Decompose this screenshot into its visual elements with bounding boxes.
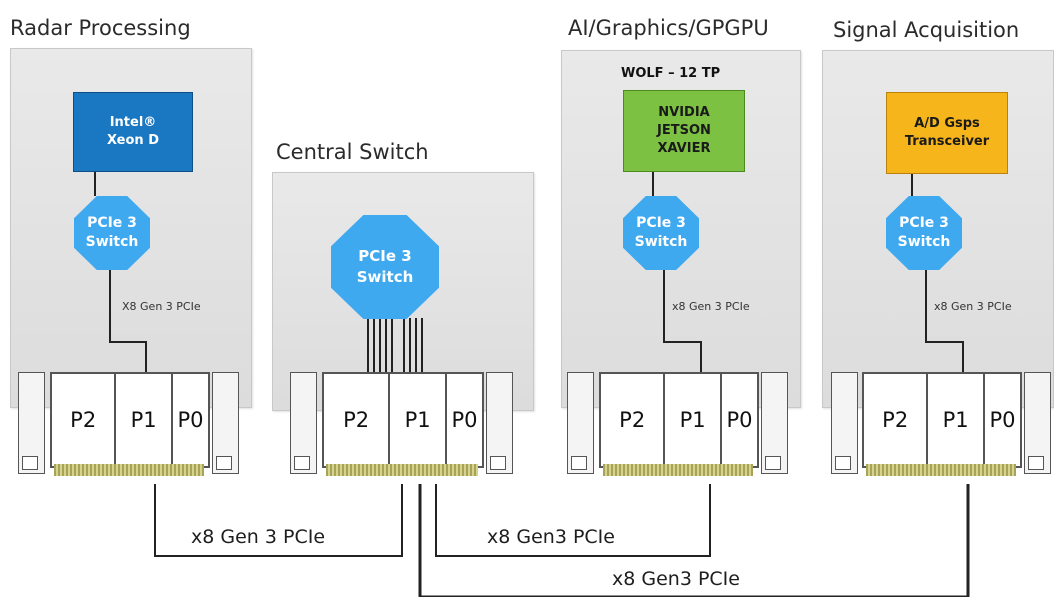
nvidia-jetson-chip: NVIDIA JETSON XAVIER: [623, 90, 745, 172]
ai-module-title: AI/Graphics/GPGPU: [568, 16, 769, 40]
radar-switch-connector-wire: [109, 268, 147, 373]
signal-connector-pins: [866, 464, 1016, 476]
ai-link-label: x8 Gen 3 PCIe: [672, 300, 750, 313]
radar-slot-p0: P0: [172, 374, 208, 466]
radar-pcie-switch: PCIe 3 Switch: [74, 196, 150, 270]
central-switch-label: PCIe 3 Switch: [356, 247, 414, 286]
ai-slot-p2: P2: [601, 374, 666, 466]
ai-connector-pins: [603, 464, 753, 476]
intel-xeon-chip: Intel® Xeon D: [73, 92, 193, 172]
signal-right-bracket: [1024, 372, 1051, 474]
central-switch-bundle: [367, 318, 423, 373]
nvidia-jetson-chip-label: NVIDIA JETSON XAVIER: [657, 105, 711, 156]
radar-module-title: Radar Processing: [10, 16, 191, 40]
ai-left-bracket: [567, 372, 594, 474]
ad-transceiver-chip-label: A/D Gsps Transceiver: [904, 116, 990, 149]
radar-link-label: X8 Gen 3 PCIe: [122, 300, 201, 313]
radar-connector-pins: [54, 464, 204, 476]
central-pcie-switch: PCIe 3 Switch: [331, 215, 439, 319]
central-backplane-connector: P2 P1 P0: [322, 372, 484, 468]
radar-left-bracket: [18, 372, 45, 474]
wolf-board-label: WOLF – 12 TP: [621, 66, 721, 81]
radar-switch-label: PCIe 3 Switch: [85, 215, 139, 250]
radar-slot-p2: P2: [52, 374, 117, 466]
ai-backplane-connector: P2 P1 P0: [599, 372, 759, 468]
intel-xeon-chip-label: Intel® Xeon D: [107, 115, 159, 148]
ad-transceiver-chip: A/D Gsps Transceiver: [886, 92, 1008, 174]
central-slot-p0: P0: [446, 374, 482, 466]
central-slot-p2: P2: [324, 374, 391, 466]
signal-slot-p1: P1: [928, 374, 985, 466]
radar-slot-p1: P1: [116, 374, 173, 466]
ai-switch-label: PCIe 3 Switch: [634, 215, 688, 250]
signal-slot-p2: P2: [864, 374, 929, 466]
radar-backplane-connector: P2 P1 P0: [50, 372, 210, 468]
central-right-bracket: [486, 372, 513, 474]
signal-module-title: Signal Acquisition: [833, 18, 1020, 42]
backplane-link-signal-label: x8 Gen3 PCIe: [612, 568, 740, 590]
signal-backplane-connector: P2 P1 P0: [862, 372, 1022, 468]
backplane-link-radar-label: x8 Gen 3 PCIe: [191, 526, 326, 548]
backplane-link-radar-wire: [154, 484, 403, 557]
central-connector-pins: [326, 464, 478, 476]
signal-left-bracket: [831, 372, 858, 474]
signal-link-label: x8 Gen 3 PCIe: [934, 300, 1012, 313]
central-module-title: Central Switch: [276, 140, 429, 164]
radar-right-bracket: [212, 372, 239, 474]
ai-pcie-switch: PCIe 3 Switch: [623, 196, 699, 270]
backplane-link-signal-wire: [418, 484, 970, 597]
signal-pcie-switch: PCIe 3 Switch: [886, 196, 962, 270]
ai-right-bracket: [761, 372, 788, 474]
signal-switch-label: PCIe 3 Switch: [897, 215, 951, 250]
backplane-link-ai-wire: [435, 484, 711, 557]
backplane-link-ai-label: x8 Gen3 PCIe: [487, 526, 615, 548]
central-left-bracket: [290, 372, 317, 474]
signal-slot-p0: P0: [984, 374, 1020, 466]
signal-switch-connector-wire: [925, 268, 964, 373]
ai-slot-p1: P1: [665, 374, 722, 466]
ai-slot-p0: P0: [721, 374, 757, 466]
central-slot-p1: P1: [390, 374, 447, 466]
ai-switch-connector-wire: [663, 268, 702, 373]
